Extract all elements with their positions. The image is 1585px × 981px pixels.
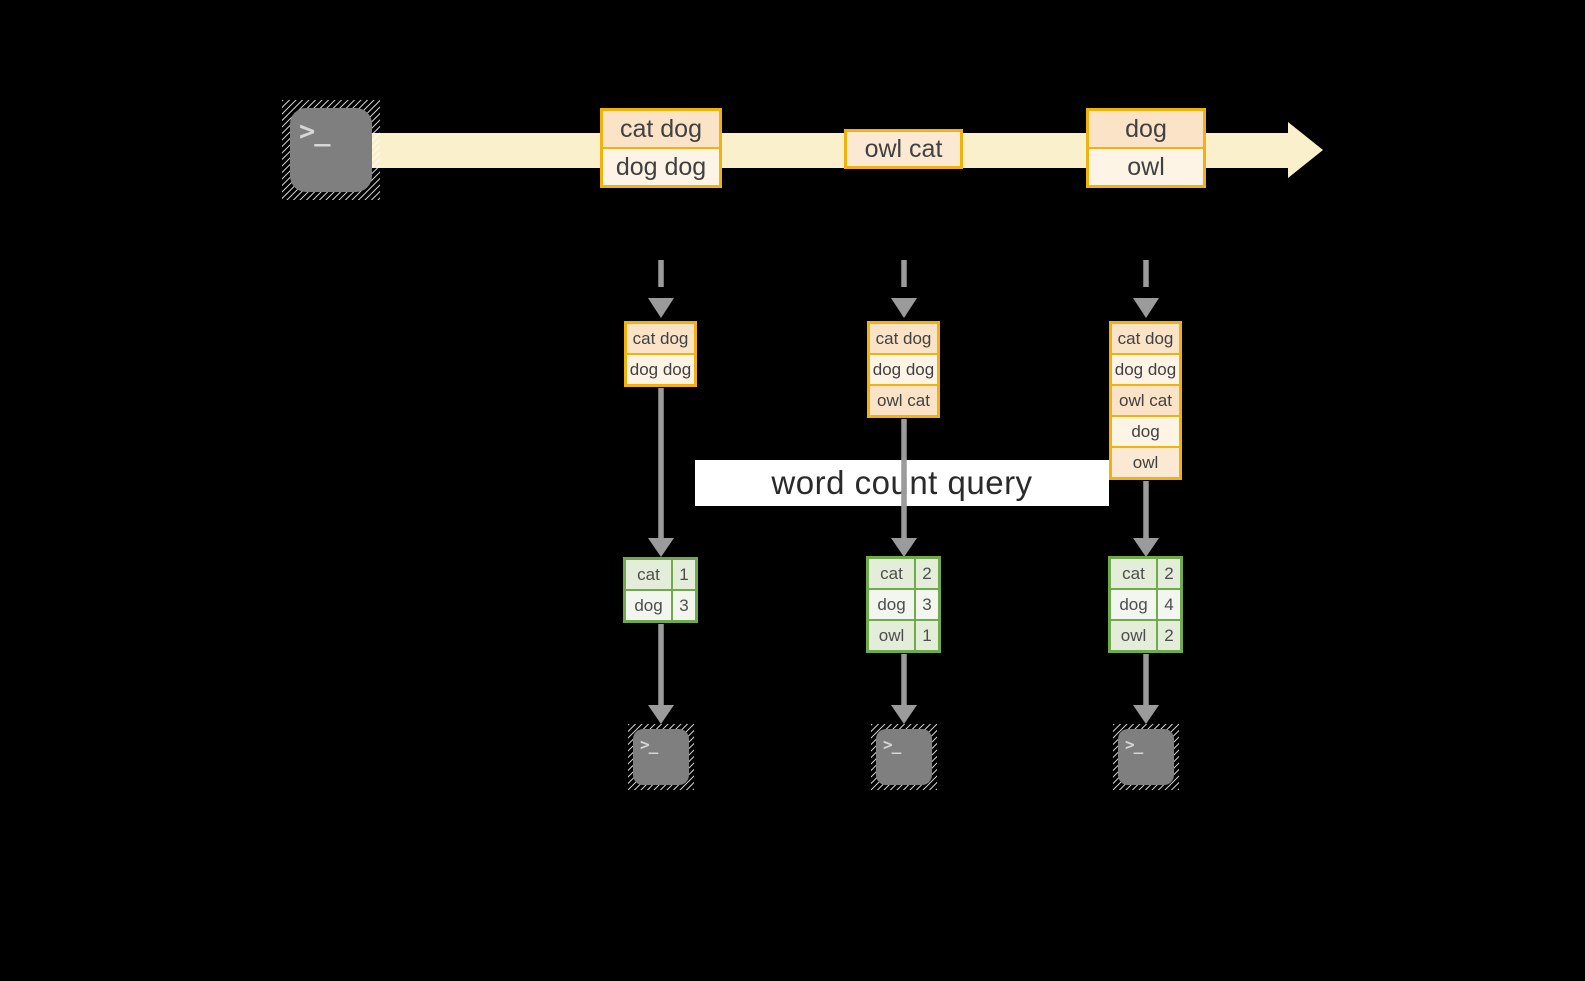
- word-cell: owl: [1111, 621, 1156, 650]
- stream-message: dog dog: [603, 149, 719, 185]
- word-cell: dog: [869, 590, 914, 619]
- batch-input-cell: dog dog: [1112, 355, 1179, 384]
- batch-input-cell: dog dog: [627, 355, 694, 384]
- batch-input-box-1: cat dog dog dog: [624, 321, 697, 387]
- batch-input-box-2: cat dog dog dog owl cat: [867, 321, 940, 418]
- stream-message-box-2: owl cat: [844, 129, 963, 169]
- word-count-table-2: cat 2 dog 3 owl 1: [866, 556, 941, 653]
- terminal-screen: >_: [876, 729, 932, 785]
- count-cell: 4: [1158, 590, 1180, 619]
- terminal-screen: >_: [1118, 729, 1174, 785]
- terminal-screen: >_: [633, 729, 689, 785]
- output-terminal-icon-1: >_: [628, 724, 694, 790]
- batch-input-cell: owl cat: [1112, 386, 1179, 415]
- output-terminal-icon-2: >_: [871, 724, 937, 790]
- stream-arrowhead: [1288, 122, 1323, 178]
- source-terminal-icon: >_: [282, 100, 380, 200]
- batch-input-cell: dog dog: [870, 355, 937, 384]
- terminal-screen: >_: [290, 108, 372, 192]
- word-cell: cat: [626, 560, 671, 589]
- word-count-table-1: cat 1 dog 3: [623, 557, 698, 623]
- stream-message: owl cat: [847, 132, 960, 166]
- terminal-prompt-glyph: >_: [640, 735, 658, 754]
- word-count-table-3: cat 2 dog 4 owl 2: [1108, 556, 1183, 653]
- query-arrows: [648, 388, 1159, 557]
- count-cell: 2: [1158, 559, 1180, 588]
- batch-input-cell: cat dog: [627, 324, 694, 353]
- batch-input-cell: owl: [1112, 448, 1179, 477]
- batch-input-cell: dog: [1112, 417, 1179, 446]
- count-cell: 2: [1158, 621, 1180, 650]
- batch-input-cell: owl cat: [870, 386, 937, 415]
- stream-message: dog: [1089, 111, 1203, 147]
- dashed-batch-arrows: [648, 260, 1159, 318]
- batch-input-cell: cat dog: [870, 324, 937, 353]
- terminal-prompt-glyph: >_: [299, 116, 331, 147]
- count-cell: 1: [916, 621, 938, 650]
- output-arrows: [648, 624, 1159, 724]
- terminal-prompt-glyph: >_: [1125, 735, 1143, 754]
- count-cell: 1: [673, 560, 695, 589]
- word-cell: owl: [869, 621, 914, 650]
- count-cell: 3: [673, 591, 695, 620]
- output-terminal-icon-3: >_: [1113, 724, 1179, 790]
- word-cell: cat: [1111, 559, 1156, 588]
- word-cell: cat: [869, 559, 914, 588]
- batch-input-cell: cat dog: [1112, 324, 1179, 353]
- stream-message: cat dog: [603, 111, 719, 147]
- stream-message-box-3: dog owl: [1086, 108, 1206, 188]
- batch-input-box-3: cat dog dog dog owl cat dog owl: [1109, 321, 1182, 480]
- count-cell: 2: [916, 559, 938, 588]
- word-cell: dog: [1111, 590, 1156, 619]
- stream-message-box-1: cat dog dog dog: [600, 108, 722, 188]
- terminal-prompt-glyph: >_: [883, 735, 901, 754]
- count-cell: 3: [916, 590, 938, 619]
- stream-message: owl: [1089, 149, 1203, 185]
- word-cell: dog: [626, 591, 671, 620]
